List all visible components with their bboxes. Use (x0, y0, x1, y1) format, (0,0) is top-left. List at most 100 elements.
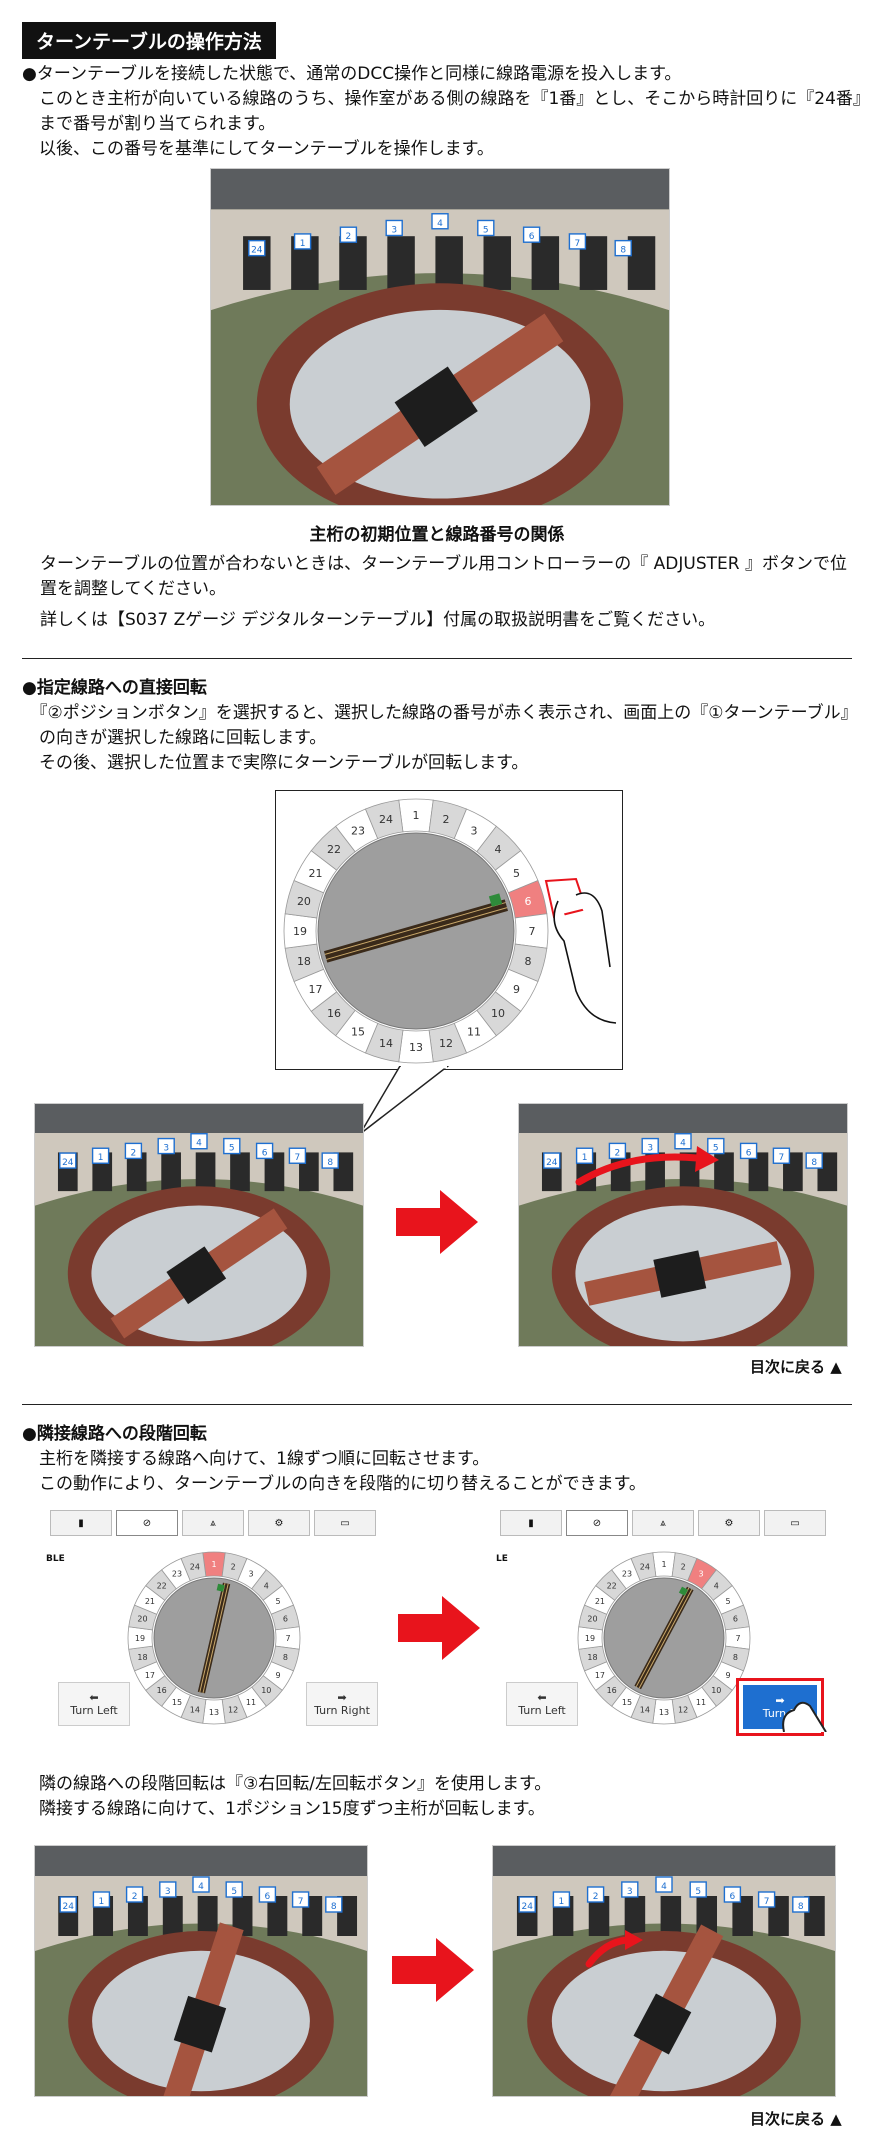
track-number-label: 20 (137, 1615, 147, 1624)
finger-icon (553, 892, 617, 1024)
track-number-label: 2 (231, 1562, 236, 1571)
tab-turntable[interactable]: ⊘ (566, 1510, 628, 1536)
stall-door (679, 1152, 700, 1192)
section1-line: ●ターンテーブルを接続した状態で、通常のDCC操作と同様に線路電源を投入します。 (22, 64, 682, 84)
track-label-box (641, 1137, 659, 1155)
track-label-box (689, 1881, 707, 1898)
turn-left-button[interactable]: ⬅ Turn Left (506, 1682, 578, 1726)
track-label: 6 (265, 1892, 271, 1902)
section1-line: このとき主桁が向いている線路のうち、操作室がある側の線路を『1番』とし、そこから… (22, 89, 870, 109)
track-label-box (159, 1881, 177, 1898)
arrow-right-icon (396, 1190, 478, 1254)
tab-layout[interactable]: ⩓ (182, 1510, 244, 1536)
track-number-label: 11 (696, 1698, 706, 1707)
turntable-bridge (323, 893, 509, 963)
rotation-arrowhead (695, 1146, 719, 1172)
stall-door (195, 1152, 216, 1192)
track-label: 24 (521, 1902, 533, 1912)
track-label-box (575, 1147, 594, 1164)
track-number-label: 21 (145, 1597, 155, 1606)
control-cabin (488, 893, 503, 907)
tab-turntable[interactable]: ⊘ (116, 1510, 178, 1536)
track-number-label: 9 (513, 983, 520, 996)
turn-left-label: Turn Left (70, 1704, 118, 1717)
track-label: 3 (647, 1144, 653, 1154)
note-line: 詳しくは【S037 Zゲージ デジタルターンテーブル】付属の取扱説明書をご覧くだ… (40, 610, 716, 630)
arrow-right-icon: ➡ (337, 1691, 347, 1704)
section3-line: 主桁を隣接する線路へ向けて、1線ずつ順に回転させます。 (22, 1449, 490, 1469)
track-label: 2 (132, 1892, 138, 1902)
track-label: 7 (764, 1897, 770, 1907)
track-label-box (522, 226, 541, 243)
roof (211, 169, 669, 210)
track-number-label: 1 (211, 1560, 216, 1569)
track-label: 3 (165, 1887, 171, 1897)
tab-keyboard[interactable]: ▭ (314, 1510, 376, 1536)
back-to-toc-link[interactable]: 目次に戻る ▲ (750, 1358, 842, 1376)
dial-segment (180, 1552, 207, 1582)
tab-keyboard[interactable]: ▭ (764, 1510, 826, 1536)
track-number-label: 17 (595, 1671, 605, 1680)
rotation-arrowhead (625, 1930, 643, 1950)
turn-right-label: Turn Right (314, 1704, 370, 1717)
stall-door (267, 1896, 288, 1936)
section2-line: の向きが選択した線路に回転します。 (22, 728, 327, 748)
track-number-label: 8 (525, 955, 532, 968)
track-number-label: 14 (640, 1705, 650, 1714)
turn-left-button[interactable]: ⬅ Turn Left (58, 1682, 130, 1726)
section3-line: 隣の線路への段階回転は『③右回転/左回転ボタン』を使用します。 (22, 1774, 552, 1794)
track-number-label: 1 (661, 1560, 666, 1569)
turn-right-button[interactable]: ➡ Turn Right (306, 1682, 378, 1726)
track-number-label: 11 (467, 1025, 481, 1038)
stall-door (732, 1896, 753, 1936)
back-to-toc-link[interactable]: 目次に戻る ▲ (750, 2110, 842, 2128)
turntable-bridge (316, 313, 564, 495)
tab-throttle[interactable]: ▮ (50, 1510, 112, 1536)
track-label-box (248, 239, 266, 257)
section2-line: その後、選択した位置まで実際にターンテーブルが回転します。 (22, 753, 529, 773)
track-label-box (291, 1891, 310, 1908)
track-number-label: 5 (726, 1597, 731, 1606)
divider (22, 1404, 852, 1405)
track-number-label: 6 (525, 895, 532, 908)
track-number-label: 7 (285, 1634, 290, 1643)
track-number-label: 18 (137, 1653, 147, 1662)
section1-line: 以後、この番号を基準にしてターンテーブルを操作します。 (22, 139, 494, 159)
stall-door (627, 236, 656, 290)
roof (493, 1846, 835, 1876)
tab-throttle[interactable]: ▮ (500, 1510, 562, 1536)
track-label: 8 (331, 1902, 337, 1912)
track-label-box (614, 239, 632, 257)
locomotive (394, 366, 478, 447)
track-label-box (124, 1142, 143, 1160)
track-label-box (739, 1142, 758, 1160)
stall-door (232, 1896, 253, 1936)
track-number-label: 10 (491, 1007, 505, 1020)
tab-layout[interactable]: ⩓ (632, 1510, 694, 1536)
track-label-box (92, 1891, 111, 1908)
turntable-bridge (158, 1922, 244, 2096)
tab-settings[interactable]: ⚙ (698, 1510, 760, 1536)
track-number-label: 21 (309, 867, 323, 880)
tab-settings[interactable]: ⚙ (248, 1510, 310, 1536)
track-number-label: 19 (135, 1634, 145, 1643)
track-label: 5 (695, 1887, 701, 1897)
track-number-label: 9 (276, 1671, 281, 1680)
track-label: 1 (582, 1153, 588, 1163)
stall-door (126, 1152, 147, 1192)
track-number-label: 22 (327, 843, 341, 856)
arrow-right-icon: ➡ (775, 1694, 785, 1707)
track-label: 8 (798, 1902, 804, 1912)
track-number-label: 4 (495, 843, 502, 856)
stall-door (387, 236, 415, 290)
track-number-label: 12 (678, 1705, 688, 1714)
bridge-rail (202, 1583, 229, 1694)
ui-label: LE (496, 1554, 508, 1564)
stall-door (127, 1896, 148, 1936)
